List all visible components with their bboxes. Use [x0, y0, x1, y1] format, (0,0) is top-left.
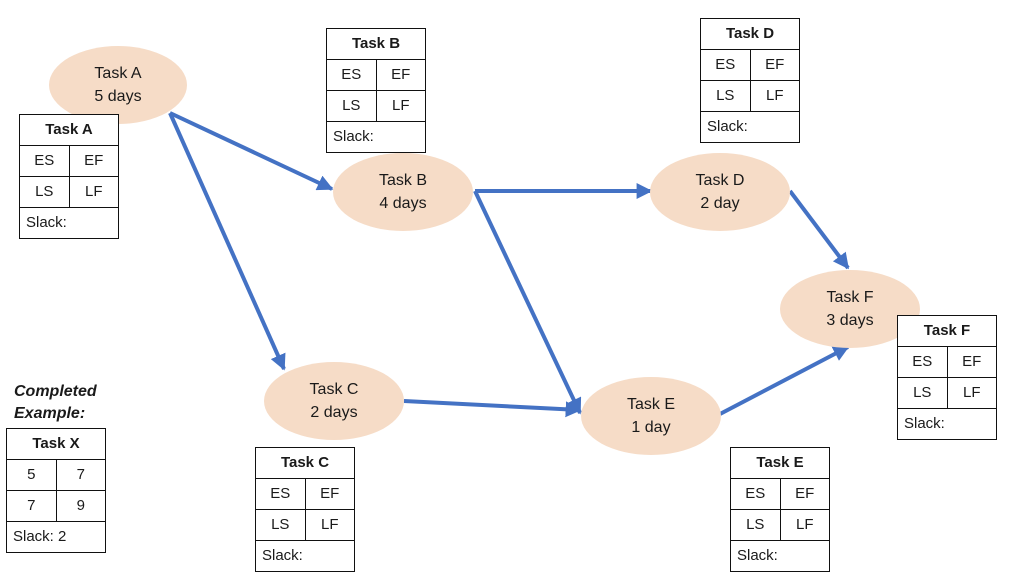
- table-title: Task F: [898, 316, 996, 347]
- node-task-e: Task E 1 day: [581, 377, 721, 455]
- node-task-e-name: Task E: [626, 396, 675, 413]
- arrow-c-to-e: [403, 399, 582, 418]
- arrow-d-to-f: [788, 189, 850, 270]
- cell-ls: LS: [20, 177, 70, 207]
- cell-slack: Slack:: [707, 118, 748, 135]
- cell-es: ES: [327, 60, 377, 90]
- node-task-b-name: Task B: [378, 172, 427, 189]
- cell-es: ES: [256, 479, 306, 509]
- table-task-c: Task C ES EF LS LF Slack:: [255, 447, 355, 572]
- cell-slack: Slack:: [262, 547, 303, 564]
- node-task-d: Task D 2 day: [650, 153, 790, 231]
- cell-lf: LF: [795, 516, 814, 533]
- node-task-f: Task F 3 days: [780, 270, 920, 348]
- table-task-e: Task E ES EF LS LF Slack:: [730, 447, 830, 572]
- node-task-e-duration: 1 day: [631, 419, 671, 436]
- table-title: Task X: [7, 429, 105, 460]
- cell-lf: LF: [765, 87, 784, 104]
- table-title: Task C: [256, 448, 354, 479]
- cell-slack: Slack:: [904, 415, 945, 432]
- node-task-a-duration: 5 days: [94, 88, 142, 105]
- cell-lf: LF: [84, 183, 103, 200]
- table-title: Task D: [701, 19, 799, 50]
- cell-ls: LS: [327, 91, 377, 121]
- cell-ls: 7: [7, 491, 57, 521]
- cell-ls: LS: [731, 510, 781, 540]
- node-task-d-duration: 2 day: [700, 195, 740, 212]
- cell-ef: EF: [765, 56, 785, 73]
- node-task-c-name: Task C: [309, 381, 359, 398]
- completed-example-line2: Example:: [14, 405, 86, 422]
- table-task-b: Task B ES EF LS LF Slack:: [326, 28, 426, 153]
- cell-ef: EF: [391, 66, 411, 83]
- cell-lf: LF: [962, 384, 981, 401]
- cell-lf: 9: [76, 497, 85, 514]
- completed-example-line1: Completed: [14, 383, 97, 400]
- arrow-e-to-f: [719, 345, 850, 416]
- cell-ls: LS: [898, 378, 948, 408]
- cell-slack: Slack:: [26, 214, 67, 231]
- cell-lf: LF: [320, 516, 339, 533]
- cell-lf: LF: [391, 97, 410, 114]
- node-task-a: Task A 5 days: [49, 46, 187, 124]
- node-task-b: Task B 4 days: [333, 153, 473, 231]
- cell-slack: Slack: 2: [13, 528, 67, 545]
- table-title: Task B: [327, 29, 425, 60]
- table-title: Task E: [731, 448, 829, 479]
- cell-ls: LS: [256, 510, 306, 540]
- node-task-f-name: Task F: [826, 289, 874, 306]
- cell-slack: Slack:: [737, 547, 778, 564]
- node-task-f-duration: 3 days: [826, 312, 874, 329]
- arrow-b-to-e: [473, 190, 582, 415]
- cell-ef: EF: [84, 152, 104, 169]
- node-task-a-name: Task A: [94, 65, 142, 82]
- node-task-c: Task C 2 days: [264, 362, 404, 440]
- cell-slack: Slack:: [333, 128, 374, 145]
- cell-es: ES: [898, 347, 948, 377]
- cell-ef: EF: [320, 485, 340, 502]
- completed-example-label: Completed Example:: [14, 381, 97, 425]
- cell-es: ES: [731, 479, 781, 509]
- cell-es: ES: [20, 146, 70, 176]
- cell-ef: EF: [795, 485, 815, 502]
- table-task-f: Task F ES EF LS LF Slack:: [897, 315, 997, 440]
- table-task-a: Task A ES EF LS LF Slack:: [19, 114, 119, 239]
- cell-ef: 7: [76, 466, 85, 483]
- arrow-a-to-b: [169, 111, 334, 191]
- node-task-c-duration: 2 days: [310, 404, 358, 421]
- cell-es: 5: [7, 460, 57, 490]
- cell-ls: LS: [701, 81, 751, 111]
- table-task-d: Task D ES EF LS LF Slack:: [700, 18, 800, 143]
- table-title: Task A: [20, 115, 118, 146]
- arrow-a-to-c: [168, 112, 286, 371]
- cell-es: ES: [701, 50, 751, 80]
- node-task-d-name: Task D: [695, 172, 745, 189]
- node-task-b-duration: 4 days: [379, 195, 427, 212]
- cell-ef: EF: [962, 353, 982, 370]
